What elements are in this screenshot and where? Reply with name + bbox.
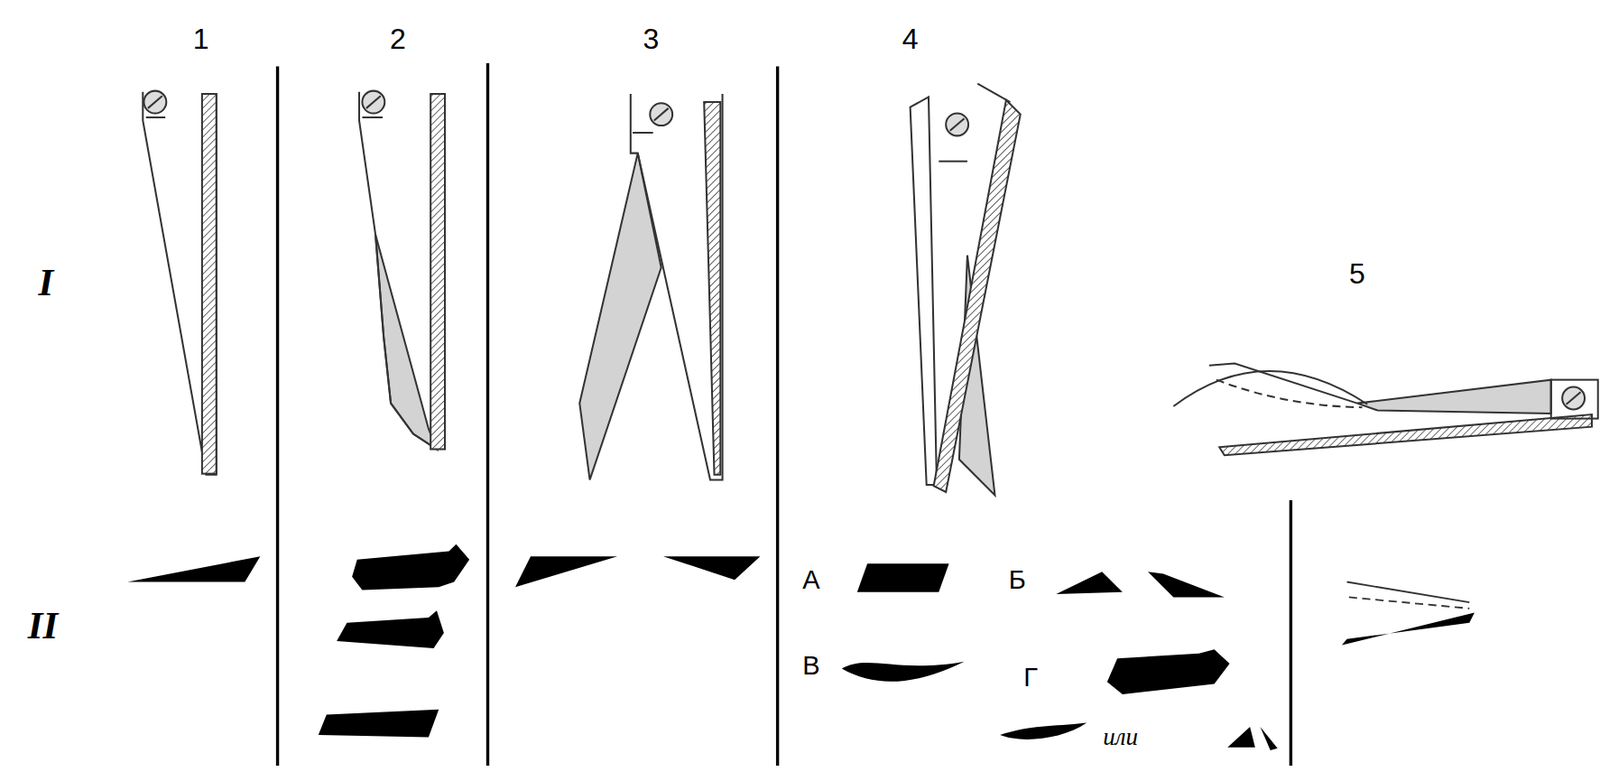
variant-letter: Б [1008, 566, 1027, 593]
row-numeral: I [38, 262, 55, 302]
column-number: 5 [1349, 258, 1366, 288]
row-numeral: II [27, 605, 58, 645]
column-number: 4 [902, 24, 919, 54]
variant-letter: В [802, 652, 820, 679]
variant-letter: Г [1023, 664, 1038, 691]
or-word: или [1102, 724, 1138, 750]
column-number: 3 [643, 24, 660, 54]
column-number: 1 [193, 24, 210, 54]
variant-letter: А [802, 566, 820, 593]
column-number: 2 [389, 24, 407, 54]
